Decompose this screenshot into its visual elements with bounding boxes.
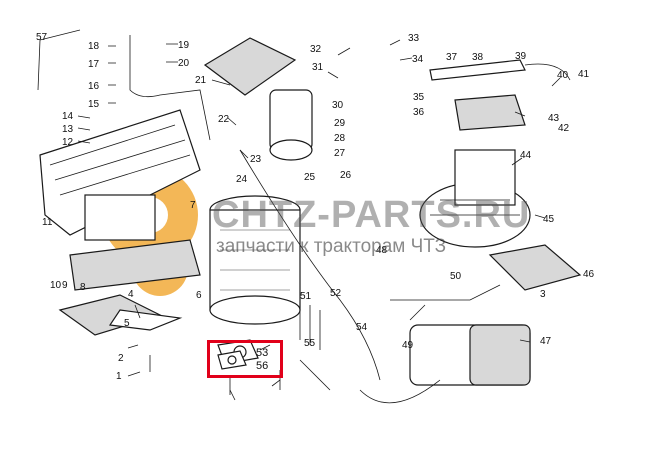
part-label-41: 41: [578, 69, 590, 80]
part-label-57: 57: [36, 32, 48, 43]
part-label-27: 27: [334, 148, 346, 159]
watermark-title: CHTZ-PARTS.RU: [212, 194, 531, 236]
part-label-13: 13: [62, 124, 74, 135]
oil-filter-canister: [209, 195, 301, 325]
part-label-38: 38: [472, 52, 484, 63]
oil-line-lower: [239, 149, 381, 381]
part-label-35: 35: [413, 92, 425, 103]
part-label-47: 47: [540, 336, 552, 347]
part-label-2: 2: [118, 353, 124, 364]
part-label-49: 49: [402, 340, 414, 351]
part-label-25: 25: [304, 172, 316, 183]
part-label-48: 48: [376, 245, 388, 256]
part-label-6: 6: [196, 290, 202, 301]
part-label-12: 12: [62, 137, 74, 148]
oil-line-main: [129, 35, 211, 141]
bracket-21: [203, 37, 297, 96]
gasket-43: [454, 94, 526, 131]
bracket-46: [488, 244, 582, 291]
part-label-26: 26: [340, 170, 352, 181]
part-label-31: 31: [312, 62, 324, 73]
part-label-20: 20: [178, 58, 190, 69]
part-label-51: 51: [300, 291, 312, 302]
part-label-44: 44: [520, 150, 532, 161]
part-label-15: 15: [88, 99, 100, 110]
part-label-23: 23: [250, 154, 262, 165]
oil-line-right: [390, 284, 501, 301]
part-label-52: 52: [330, 288, 342, 299]
part-label-43: 43: [548, 113, 560, 124]
part-label-29: 29: [334, 118, 346, 129]
part-label-14: 14: [62, 111, 74, 122]
part-label-32: 32: [310, 44, 322, 55]
part-label-42: 42: [558, 123, 570, 134]
part-label-33: 33: [408, 33, 420, 44]
oil-cooler-housing: [39, 109, 201, 291]
part-label-1: 1: [116, 371, 122, 382]
part-label-55: 55: [304, 338, 316, 349]
part-label-8: 8: [80, 282, 86, 293]
leader-lines: [77, 39, 561, 401]
part-label-37: 37: [446, 52, 458, 63]
highlight-box: 53 56: [207, 340, 283, 378]
starter-motor-47: [359, 324, 531, 404]
plate-5: [108, 309, 183, 331]
part-label-28: 28: [334, 133, 346, 144]
fuel-filter-25: [269, 89, 313, 161]
highlight-label-56: 56: [256, 360, 268, 372]
watermark-subtitle: запчасти к тракторам ЧТЗ: [216, 236, 447, 257]
part-label-22: 22: [218, 114, 230, 125]
part-label-21: 21: [195, 75, 207, 86]
part-label-36: 36: [413, 107, 425, 118]
part-label-4: 4: [128, 289, 134, 300]
pump-assembly: [419, 149, 531, 248]
part-label-39: 39: [515, 51, 527, 62]
part-label-9: 9: [62, 280, 68, 291]
part-label-34: 34: [412, 54, 424, 65]
part-label-45: 45: [543, 214, 555, 225]
pipe-38: [429, 59, 526, 81]
part-label-5: 5: [124, 318, 130, 329]
frame-line-57: [37, 29, 81, 91]
part-label-46: 46: [583, 269, 595, 280]
part-label-11: 11: [42, 217, 53, 228]
pipe-39: [524, 63, 571, 81]
part-label-10: 10: [50, 280, 62, 291]
part-label-17: 17: [88, 59, 100, 70]
part-label-3: 3: [540, 289, 546, 300]
part-label-50: 50: [450, 271, 462, 282]
part-number-labels: 57 18 19 17 20 16 15 14 13 12 11 10 9 8 …: [36, 32, 595, 382]
part-label-18: 18: [88, 41, 100, 52]
part-label-30: 30: [332, 100, 344, 111]
part-label-16: 16: [88, 81, 100, 92]
part-label-54: 54: [356, 322, 368, 333]
part-label-7: 7: [190, 200, 196, 211]
highlight-label-53: 53: [256, 347, 268, 359]
part-label-40: 40: [557, 70, 569, 81]
part-label-24: 24: [236, 174, 248, 185]
part-label-19: 19: [178, 40, 190, 51]
